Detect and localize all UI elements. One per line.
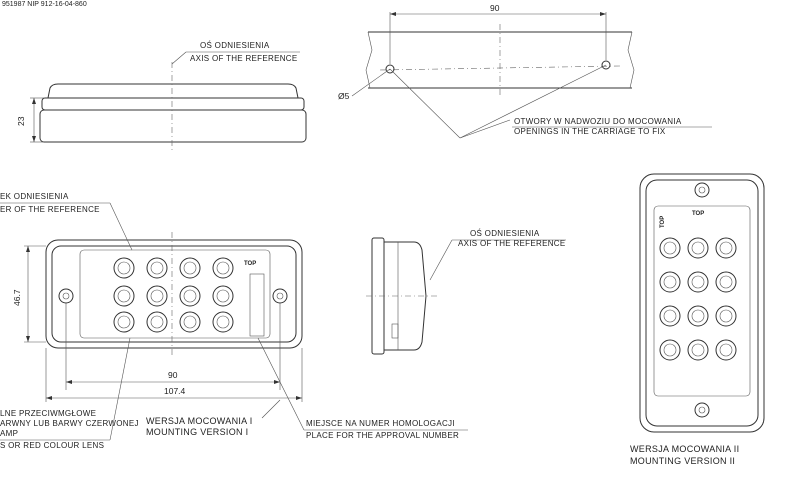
dim-height: 23 [16,116,26,126]
openings-label-en: OPENINGS IN THE CARRIAGE TO FIX [514,127,666,136]
top-mark-v2-side: TOP [660,216,666,228]
top-mark-v2: TOP [692,211,704,217]
led-grid [113,257,234,333]
mount-hole-left [58,288,74,304]
version-2-label-en: MOUNTING VERSION II [630,456,735,466]
version-1-label-en: MOUNTING VERSION I [146,427,248,437]
mount-hole-bottom [694,402,710,418]
mounting-template-view: 90 Ø5 OTWORY W NADWOZIU DO MOCOWANIA OPE… [338,3,712,139]
template-hole-right [601,60,611,70]
lens-label-3: AMP [0,429,18,438]
template-hole-left [385,64,395,74]
dim-hole-diameter: Ø5 [338,91,350,101]
homologation-label-pl: MIEJSCE NA NUMER HOMOLOGACJI [306,419,455,428]
led-grid-v2 [659,237,737,361]
dim-depth: 46.7 [12,289,22,306]
lens-label-1: LNE PRZECIWMGŁOWE [0,409,96,418]
lens-label-2: ARWNY LUB BARWY CZERWONEJ [0,419,139,428]
axis-top-label-pl: OŚ ODNIESIENIA [200,41,270,50]
header-text: 951987 NIP 912-16-04-860 [2,1,87,8]
axis-mid-label-pl: OŚ ODNIESIENIA [470,229,540,238]
openings-label-pl: OTWORY W NADWOZIU DO MOCOWANIA [514,117,682,126]
mount-hole-top [694,182,710,198]
approval-number-area [249,273,265,337]
side-view: 23 OŚ ODNIESIENIA AXIS OF THE REFERENCE [16,41,307,150]
mount-hole-right [272,288,288,304]
version-1-label-pl: WERSJA MOCOWANIA I [146,416,253,426]
top-mark-v1: TOP [244,261,256,267]
version-2-label-pl: WERSJA MOCOWANIA II [630,444,739,454]
dim-top-spacing: 90 [490,3,500,13]
axis-mid-label-en: AXIS OF THE REFERENCE [458,239,566,248]
axis-left-label-pl: EK ODNIESIENIA [0,192,69,201]
lens-label-4: S OR RED COLOUR LENS [0,441,104,450]
dim-overall-length: 107.4 [164,386,186,396]
front-view-version-2: TOP TOP [639,173,765,433]
dim-hole-spacing: 90 [168,370,178,380]
axis-top-label-en: AXIS OF THE REFERENCE [190,54,298,63]
homologation-label-en: PLACE FOR THE APPROVAL NUMBER [306,431,459,440]
axis-left-label-en: ER OF THE REFERENCE [0,205,100,214]
side-profile-view: OŚ ODNIESIENIA AXIS OF THE REFERENCE [366,229,566,355]
front-view-version-1: TOP 46.7 90 107.4 EK ODNIESIENIA ER OF T… [0,192,303,450]
